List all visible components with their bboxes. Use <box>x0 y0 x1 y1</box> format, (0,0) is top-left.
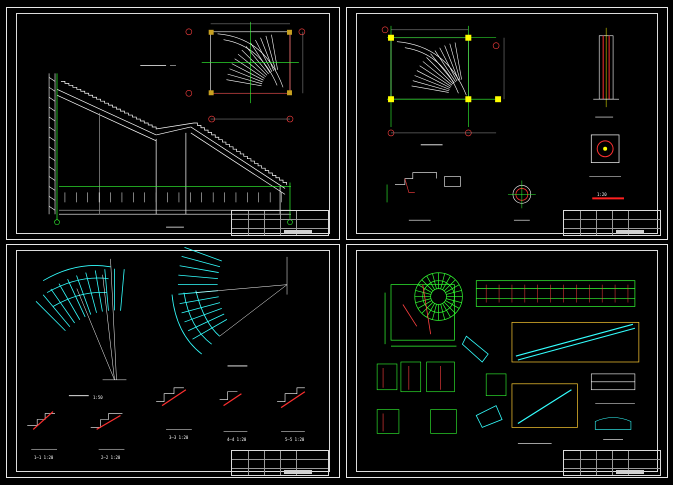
sheet-4-details[interactable] <box>346 244 668 478</box>
detail-scale: 1:20 <box>597 192 607 197</box>
plan-drawing <box>381 25 624 221</box>
elevation-drawing <box>48 21 306 228</box>
sheet-2-plan-and-column[interactable]: 1:20 <box>346 7 668 240</box>
section-3-label: 3—3 1:20 <box>169 435 189 440</box>
spiral-plan-drawing <box>27 247 306 450</box>
section-2-label: 2—2 1:20 <box>101 455 121 460</box>
title-block <box>563 450 661 476</box>
section-5-label: 5—5 1:20 <box>285 437 305 442</box>
drawing-frame <box>356 250 658 472</box>
plan-scale-label: 1:50 <box>93 395 103 400</box>
title-block <box>231 450 329 476</box>
drawing-frame <box>16 13 330 234</box>
title-block <box>563 210 661 236</box>
section-4-label: 4—4 1:20 <box>227 437 247 442</box>
drawing-frame <box>356 13 658 234</box>
title-block <box>231 210 329 236</box>
sheet-1-stair-elevation[interactable] <box>6 7 340 240</box>
section-1-label: 1—1 1:20 <box>34 455 54 460</box>
sheet-3-spiral-plan-sections[interactable]: 1—1 1:20 2—2 1:20 3—3 1:20 4—4 1:20 5—5 … <box>6 244 340 478</box>
details-drawing <box>376 272 640 444</box>
drawing-frame <box>16 250 330 472</box>
